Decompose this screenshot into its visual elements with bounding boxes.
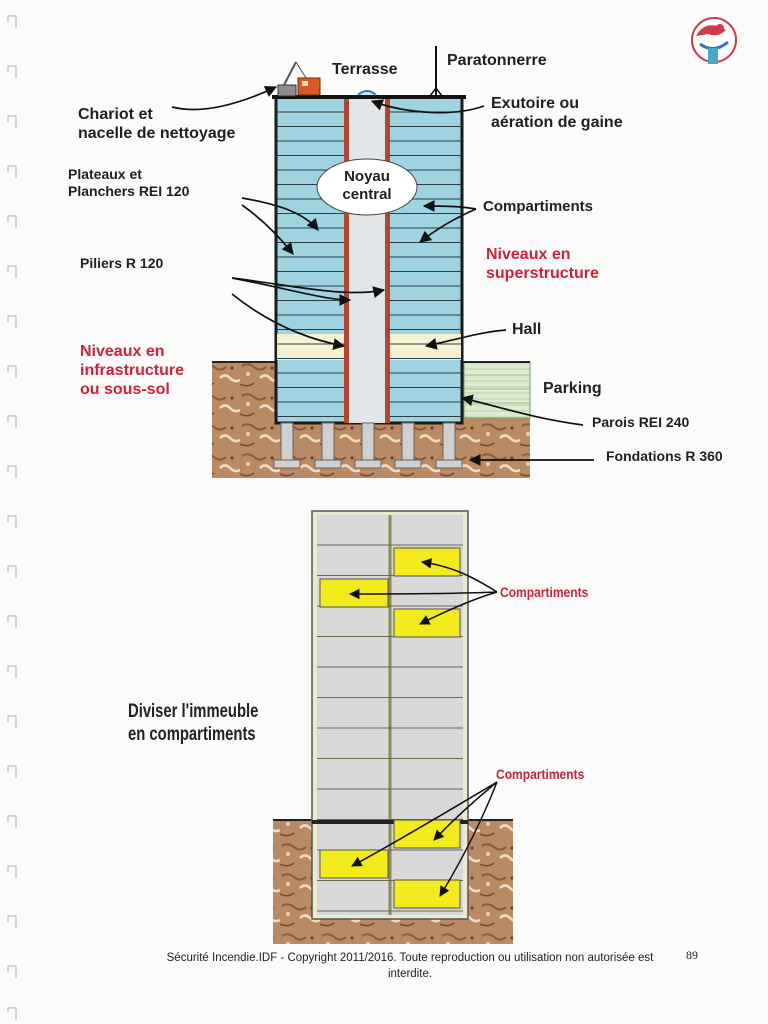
label-exutoire: Exutoire ou aération de gaine	[491, 95, 623, 133]
bottom-title: Diviser l'immeuble en compartiments	[128, 700, 258, 746]
label-noyau: Noyau central	[317, 168, 417, 203]
pillar-left	[344, 97, 349, 423]
label-piliers: Piliers R 120	[80, 255, 164, 271]
label-niveaux-super-line2: superstructure	[486, 264, 599, 282]
page-number: 89	[686, 948, 698, 962]
label-exutoire-line1: Exutoire ou	[491, 95, 580, 112]
label-niveaux-infra-line3: ou sous-sol	[80, 380, 170, 398]
compartment-diagram	[273, 510, 513, 944]
label-niveaux-infra-line1: Niveaux en	[80, 343, 165, 360]
callout-arrows-bottom	[348, 558, 498, 897]
label-chariot: Chariot et nacelle de nettoyage	[78, 106, 235, 144]
label-niveaux-super-line1: Niveaux en	[486, 246, 571, 263]
yellow-compartment-1	[393, 547, 461, 577]
label-niveaux-infrastructure: Niveaux en infrastructure ou sous-sol	[80, 343, 184, 400]
label-parois: Parois REI 240	[592, 414, 690, 430]
label-plateaux-line2: Planchers REI 120	[68, 182, 190, 199]
bottom-title-line2: en compartiments	[128, 724, 256, 746]
chariot-crane	[277, 61, 321, 97]
yellow-compartment-5	[319, 849, 389, 879]
label-niveaux-superstructure: Niveaux en superstructure	[486, 246, 599, 284]
label-plateaux: Plateaux et Planchers REI 120	[68, 166, 189, 199]
label-exutoire-line2: aération de gaine	[491, 113, 623, 131]
parking-block	[463, 361, 531, 419]
central-core	[344, 97, 390, 423]
binder-holes	[7, 15, 17, 1020]
label-fondations: Fondations R 360	[606, 448, 723, 464]
label-compartiments-top: Compartiments	[483, 198, 594, 215]
label-chariot-line1: Chariot et	[78, 106, 153, 123]
footer-line2: interdite.	[387, 968, 433, 981]
label-niveaux-infra-line2: infrastructure	[80, 361, 185, 379]
yellow-compartment-3	[393, 608, 461, 638]
label-terrasse: Terrasse	[332, 61, 398, 78]
yellow-compartment-2	[319, 578, 389, 608]
logo-emblem	[691, 17, 737, 64]
label-hall: Hall	[512, 321, 542, 338]
noyau-ellipse	[316, 158, 418, 216]
label-noyau-line1: Noyau	[344, 168, 390, 185]
label-compartiments-upper: Compartiments	[500, 584, 589, 600]
foundation-piles	[273, 422, 463, 469]
label-paratonnerre: Paratonnerre	[447, 52, 547, 69]
yellow-compartment-6	[393, 879, 461, 909]
footer-line1: Sécurité Incendie.IDF - Copyright 2011/2…	[166, 952, 654, 964]
label-chariot-line2: nacelle de nettoyage	[78, 124, 236, 142]
pillar-right	[385, 97, 390, 423]
label-plateaux-line1: Plateaux et	[68, 166, 142, 182]
label-parking: Parking	[543, 380, 602, 397]
label-noyau-line2: central	[342, 185, 392, 203]
callout-arrows-top	[171, 86, 595, 466]
building-cross-section	[212, 46, 531, 478]
exutoire-dome	[357, 90, 377, 96]
bottom-title-line1: Diviser l'immeuble	[128, 701, 259, 722]
footer-copyright: Sécurité Incendie.IDF - Copyright 2011/2…	[100, 950, 720, 982]
label-compartiments-lower: Compartiments	[496, 766, 585, 782]
